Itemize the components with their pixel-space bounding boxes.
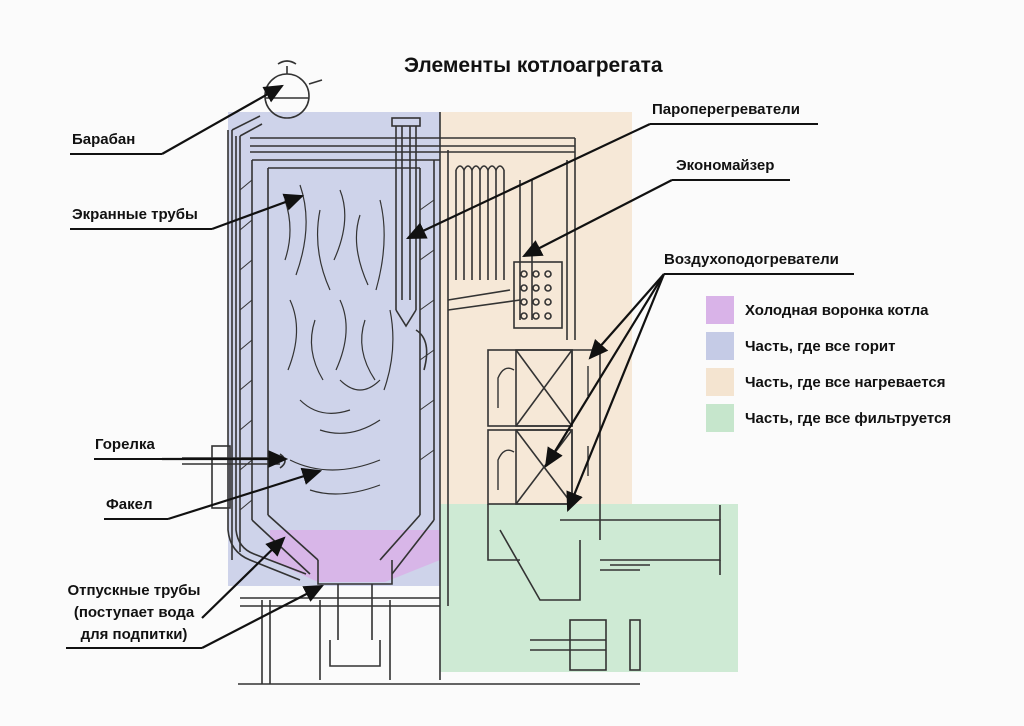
legend-swatch (706, 332, 734, 360)
arrow-drum (161, 84, 284, 155)
zone-cold-funnel (270, 530, 440, 582)
downcomer-pipes (227, 130, 307, 581)
superheater-pendant (391, 117, 428, 371)
label-underlines (66, 123, 854, 649)
legend-item-heating: Часть, где все нагревается (706, 368, 945, 396)
legend-item-burning: Часть, где все горит (706, 332, 895, 360)
annotation-arrows (161, 84, 673, 649)
wall-hatching (239, 179, 435, 511)
zone-heating (440, 112, 632, 504)
label-drum: Барабан (72, 131, 136, 148)
label-downcomer-line3: для подпитки) (80, 626, 188, 643)
arrow-screen-tubes (211, 193, 305, 231)
label-downcomer-pipes: Отпускные трубы (поступает вода для подп… (66, 580, 202, 646)
legend-item-filtering: Часть, где все фильтруется (706, 404, 951, 432)
arrow-downcomer-1 (201, 536, 286, 619)
arrow-superheaters (406, 123, 651, 239)
label-economizer: Экономайзер (676, 157, 775, 174)
arrow-economizer (522, 179, 673, 258)
label-burner: Горелка (95, 436, 155, 453)
arrow-air-heater-3 (566, 273, 666, 513)
label-downcomer-line2: (поступает вода (73, 604, 195, 621)
legend-swatch (706, 368, 734, 396)
label-screen-tubes: Экранные трубы (72, 206, 198, 223)
legend-label: Часть, где все горит (745, 337, 896, 355)
label-downcomer-line1: Отпускные трубы (67, 582, 201, 599)
zone-filtering (440, 504, 738, 672)
zone-burning (228, 112, 440, 586)
arrow-downcomer-2 (201, 584, 324, 649)
air-heater-blocks (487, 349, 721, 671)
label-flame: Факел (106, 496, 153, 513)
arrow-flame (167, 467, 323, 521)
legend-label: Холодная воронка котла (745, 301, 929, 319)
label-superheaters: Пароперегреватели (652, 101, 800, 118)
arrow-air-heater-1 (588, 273, 665, 360)
label-air-heaters: Воздухоподогреватели (664, 251, 839, 268)
legend-swatch (706, 404, 734, 432)
legend-swatch (706, 296, 734, 324)
convective-shaft (439, 112, 576, 680)
diagram-title: Элементы котлоагрегата (404, 54, 663, 77)
legend-label: Часть, где все фильтруется (745, 409, 952, 427)
arrow-air-heater-2 (544, 273, 665, 468)
legend-item-cold-funnel: Холодная воронка котла (706, 296, 928, 324)
flow-arrows (497, 366, 650, 566)
flame-strokes (284, 184, 394, 495)
drum-shape (264, 60, 323, 119)
legend-label: Часть, где все нагревается (745, 373, 946, 391)
economizer-block (513, 261, 563, 329)
